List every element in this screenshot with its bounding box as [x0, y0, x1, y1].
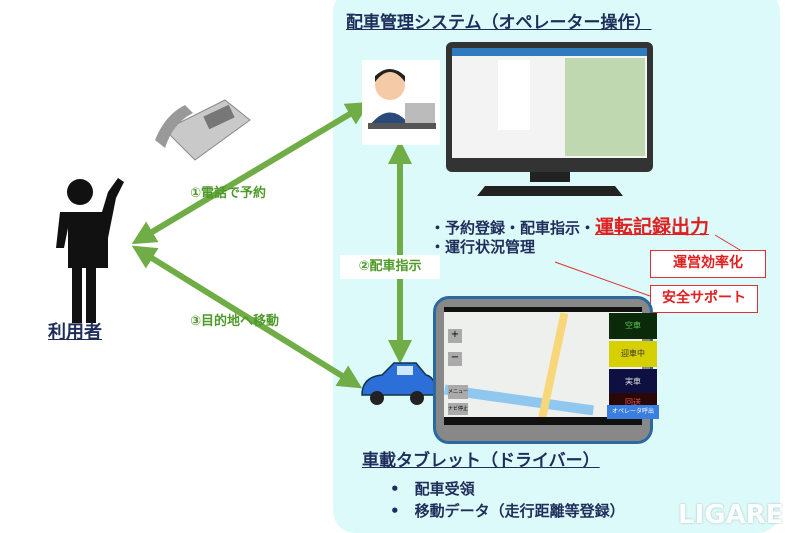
occupied-button[interactable]: 実車: [609, 369, 657, 395]
user-label: 利用者: [48, 322, 102, 343]
zoom-in-button[interactable]: +: [448, 329, 462, 343]
safety-callout: 安全サポート: [650, 285, 758, 313]
tablet-feature-1: • 配車受領: [390, 480, 475, 498]
call-operator-button[interactable]: オペレータ呼出: [607, 405, 659, 419]
efficiency-callout: 運営効率化: [650, 250, 766, 278]
feature-line-2: ・運行状況管理: [430, 238, 536, 256]
operator-icon: [362, 60, 440, 145]
pickup-button[interactable]: 迎車中: [609, 341, 657, 367]
step2-label: ②配車指示: [340, 255, 440, 279]
telephone-icon: [155, 99, 251, 161]
user-silhouette-icon: [56, 178, 124, 323]
car-icon: [361, 362, 437, 405]
feature-prefix: ・予約登録・配車指示・: [430, 219, 596, 237]
arrow-move-destination: [131, 245, 363, 389]
zoom-out-button[interactable]: −: [448, 352, 462, 366]
feature-line-1: ・予約登録・配車指示・運転記録出力: [430, 212, 709, 239]
feature-highlight: 運転記録出力: [595, 216, 710, 238]
tablet-title: 車載タブレット（ドライバー）: [362, 451, 600, 471]
watermark-logo: LIGARE: [678, 500, 784, 530]
tablet-feature-text: 配車受領: [414, 480, 475, 498]
arrow-phone-reservation: [131, 101, 371, 245]
tablet-feature-2: • 移動データ（走行距離等登録）: [390, 502, 625, 520]
stop-nav-button[interactable]: ナビ停止: [448, 403, 468, 415]
tablet-feature-text: 移動データ（走行距離等登録）: [414, 502, 625, 520]
step1-label: ①電話で予約: [190, 186, 267, 201]
tablet-screen: 空車 迎車中 実車 回送 オペレータ呼出 + − メニュー ナビ停止: [444, 307, 659, 425]
menu-button[interactable]: メニュー: [448, 385, 468, 399]
tablet-device: 空車 迎車中 実車 回送 オペレータ呼出 + − メニュー ナビ停止: [433, 296, 659, 444]
system-title: 配車管理システム（オペレーター操作）: [346, 13, 652, 33]
monitor-icon: [446, 42, 653, 196]
step3-label: ③目的地へ移動: [190, 314, 280, 329]
vacant-button[interactable]: 空車: [609, 313, 657, 339]
